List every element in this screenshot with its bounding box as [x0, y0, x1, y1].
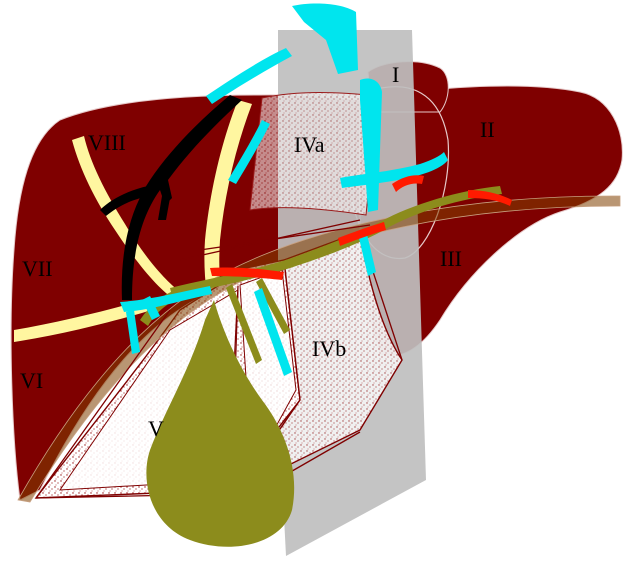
segment-label-VII: VII: [22, 256, 53, 281]
segment-label-IVb: IVb: [312, 336, 346, 361]
segment-label-IVa: IVa: [294, 132, 325, 157]
segment-label-I: I: [392, 62, 399, 87]
segment-label-VI: VI: [20, 368, 43, 393]
segment-label-VIII: VIII: [88, 130, 126, 155]
segment-label-III: III: [440, 246, 462, 271]
segment-label-II: II: [480, 117, 495, 142]
segment-label-V: V: [148, 416, 164, 441]
